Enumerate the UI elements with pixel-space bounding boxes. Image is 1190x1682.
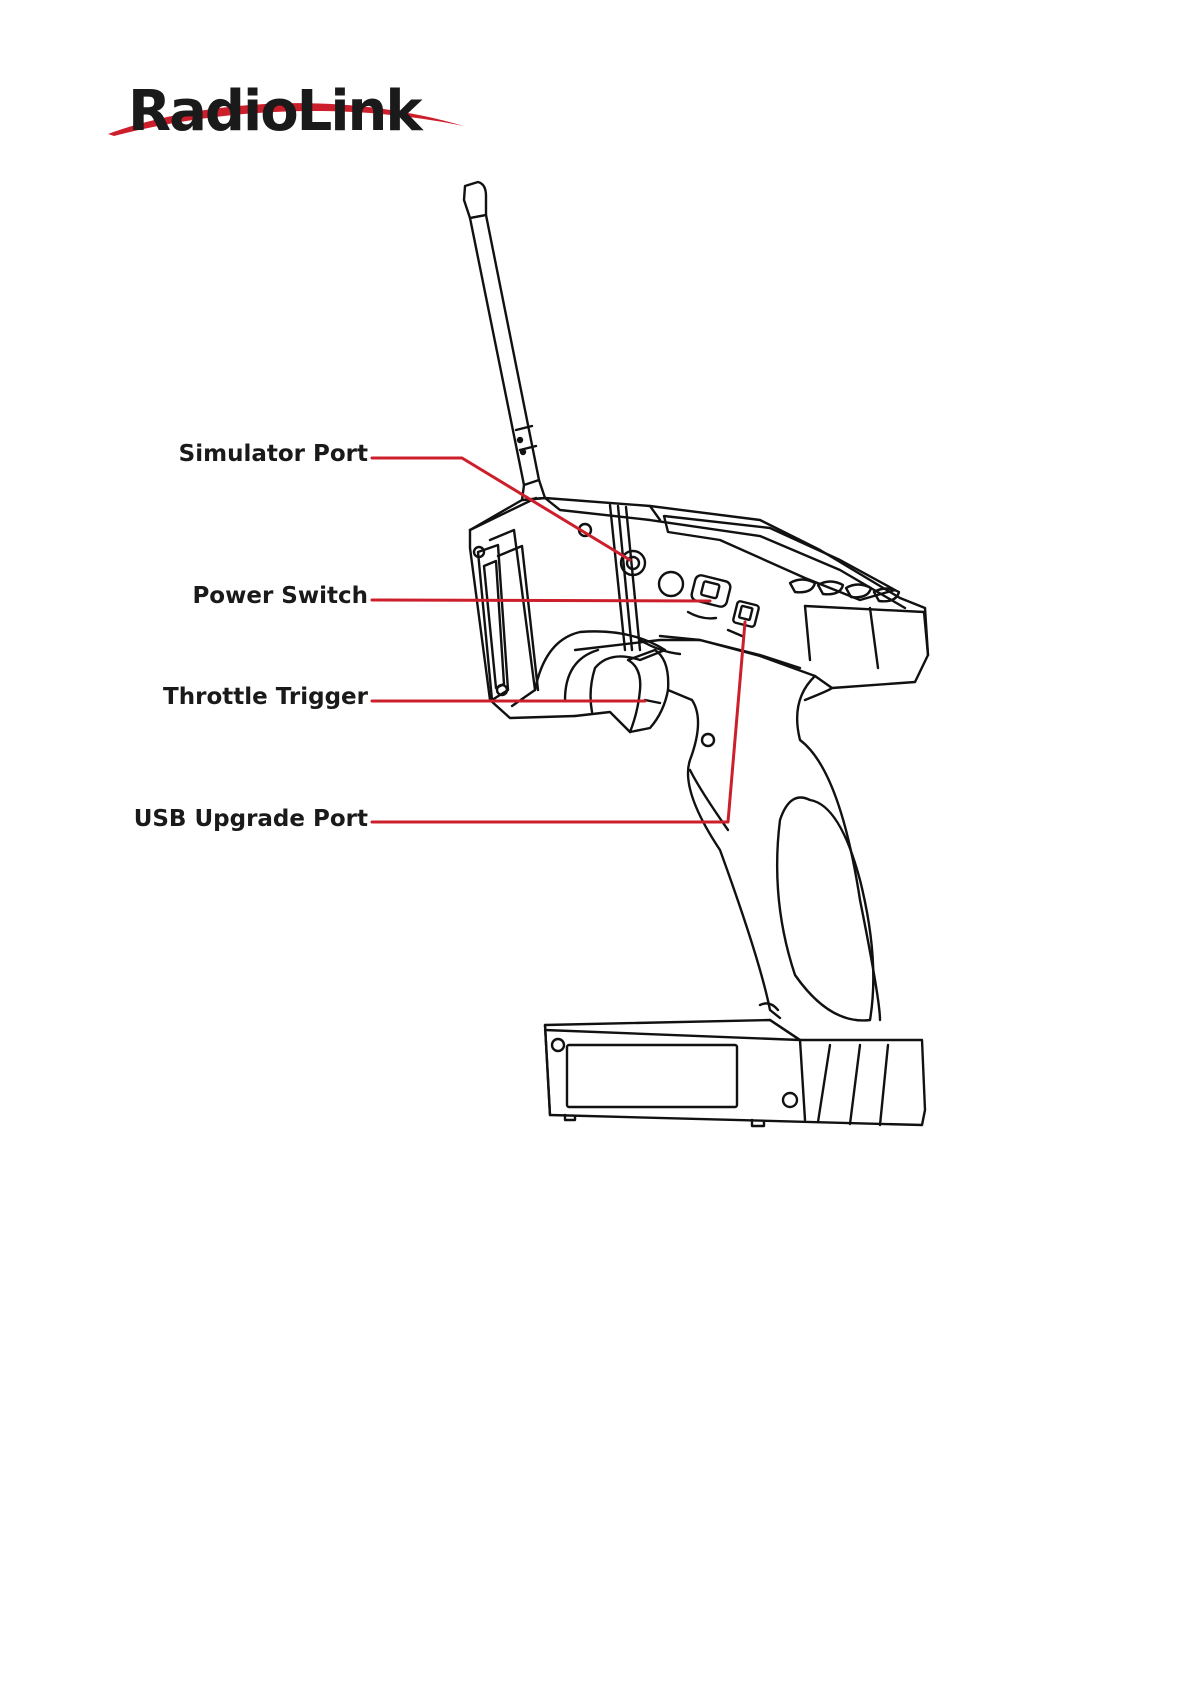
simulator-port-leader bbox=[372, 458, 630, 560]
throttle-trigger-label: Throttle Trigger bbox=[108, 684, 368, 710]
antenna bbox=[464, 182, 545, 500]
battery-base bbox=[545, 1020, 925, 1126]
power-switch-leader bbox=[372, 600, 710, 601]
power-switch-body bbox=[690, 574, 731, 608]
grip bbox=[668, 676, 880, 1020]
battery-label-recess bbox=[567, 1045, 737, 1107]
transmitter-body bbox=[470, 498, 928, 718]
power-switch-label: Power Switch bbox=[108, 583, 368, 609]
usb-upgrade-port-leader bbox=[372, 622, 745, 822]
simulator-port-label: Simulator Port bbox=[108, 441, 368, 467]
usb-upgrade-port-label: USB Upgrade Port bbox=[108, 806, 368, 832]
